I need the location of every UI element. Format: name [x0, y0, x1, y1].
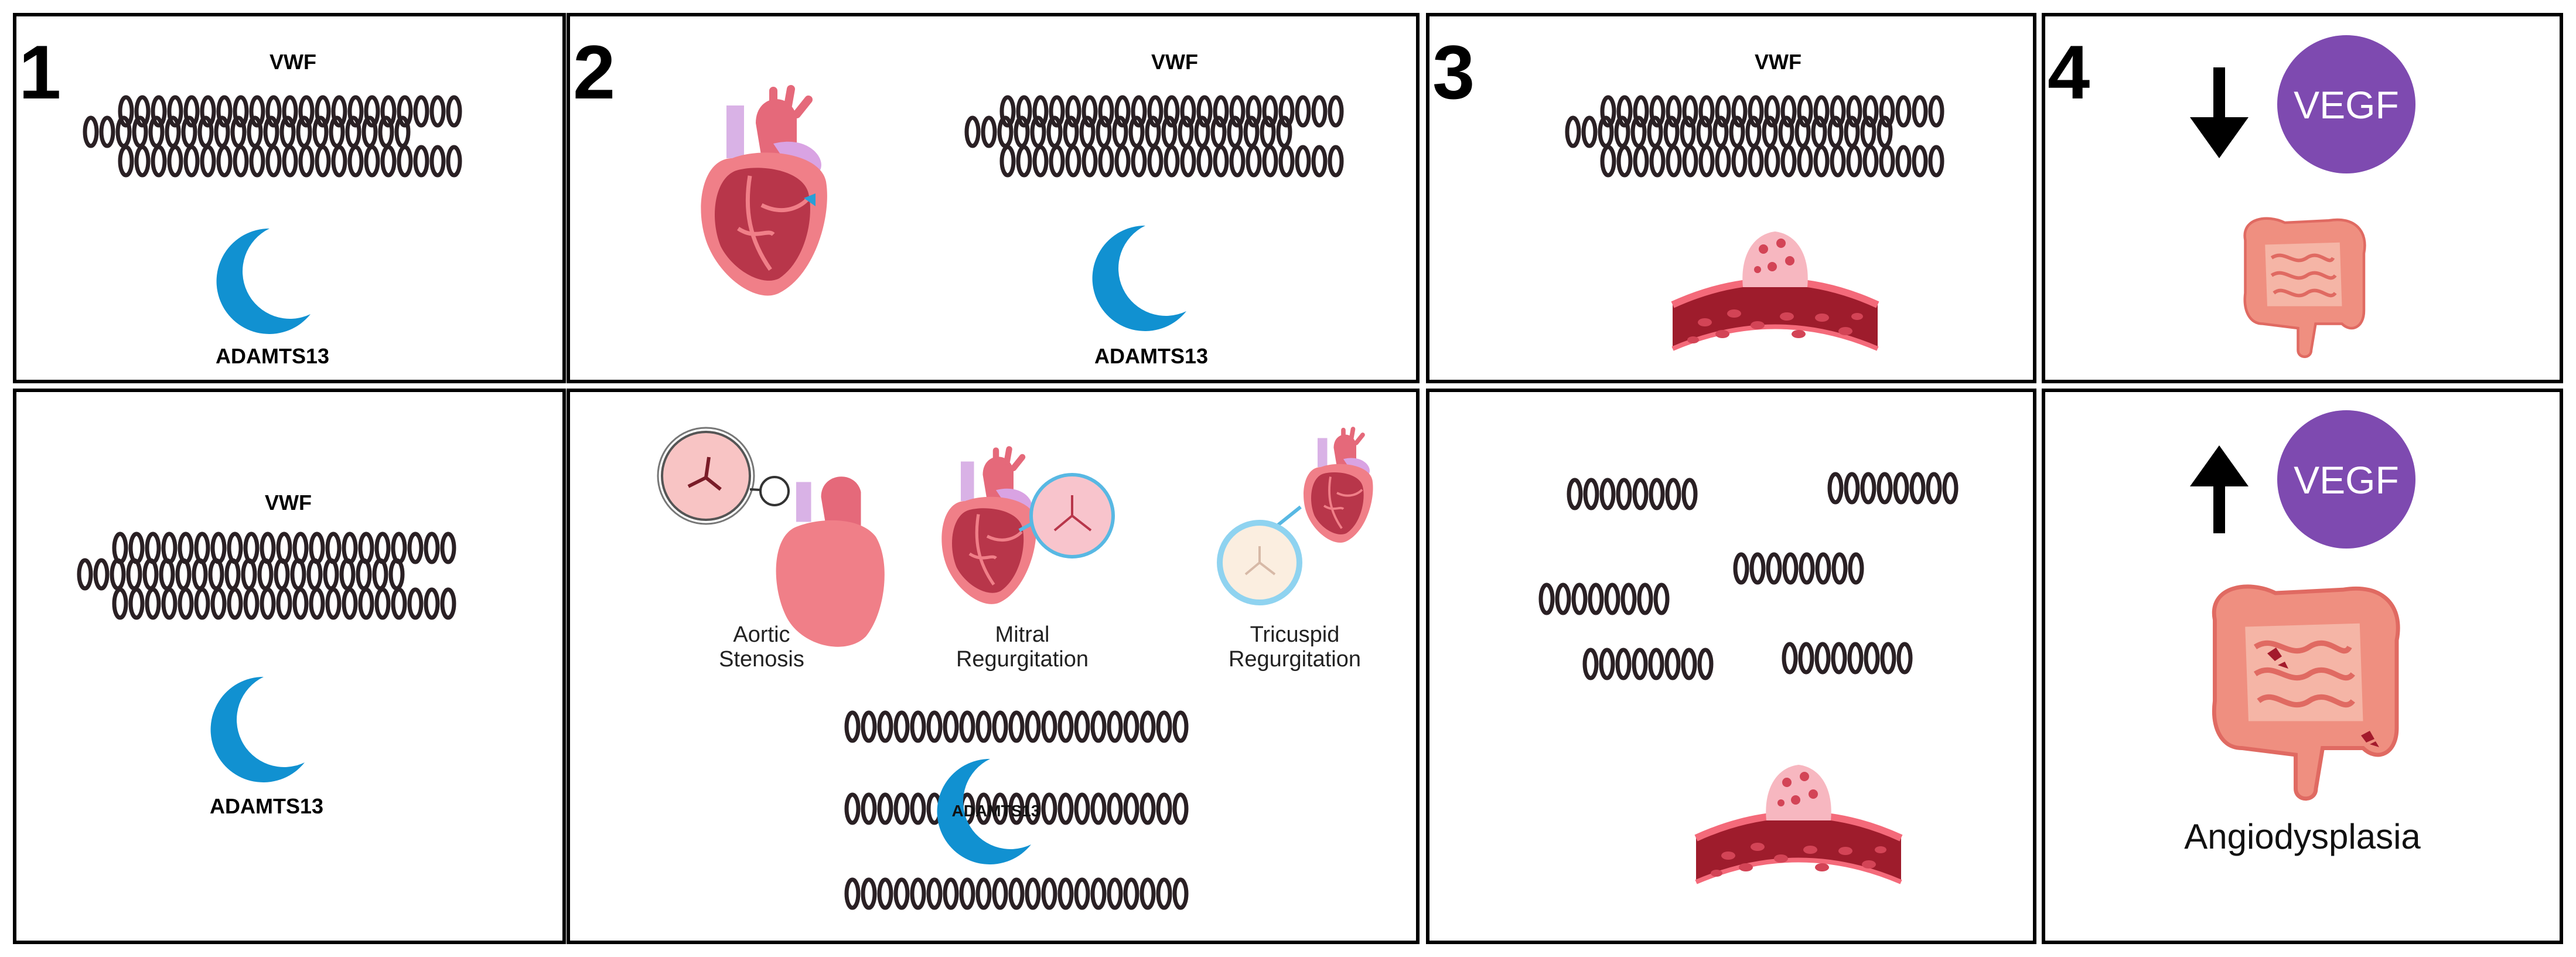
panel-2-bottom — [567, 389, 1420, 944]
intestine-illustration — [2245, 219, 2365, 357]
panel-1-bottom — [13, 389, 566, 944]
condition-line1: Aortic — [733, 622, 790, 647]
arrow-down-icon — [2190, 67, 2249, 158]
blood-vessel-clot — [1696, 765, 1901, 882]
vwf-multimer — [112, 587, 456, 620]
adamts13-label: ADAMTS13 — [952, 802, 1040, 820]
vwf-multimer — [1600, 95, 1944, 128]
angiodysplasia-label: Angiodysplasia — [2184, 817, 2421, 856]
arrow-up-icon — [2190, 445, 2249, 533]
adamts13-label: ADAMTS13 — [216, 344, 329, 368]
condition-line1: Tricuspid — [1250, 622, 1340, 647]
panel-2-top — [567, 13, 1420, 383]
condition-line2: Stenosis — [719, 647, 804, 672]
mitral-regurgitation-heart — [941, 449, 1115, 604]
vwf-label: VWF — [265, 491, 312, 515]
vwf-fragment — [1827, 472, 1959, 505]
vegf-label: VEGF — [2294, 83, 2399, 127]
vwf-multimer — [77, 558, 405, 591]
tricuspid-regurgitation-heart — [1217, 429, 1373, 605]
vwf-label: VWF — [1151, 50, 1198, 74]
vegf-circle — [2277, 410, 2415, 549]
vegf-circle — [2277, 35, 2415, 173]
panel-borders — [13, 13, 2563, 944]
vwf-fragment — [1782, 642, 1913, 675]
vwf-multimer — [118, 95, 462, 128]
adamts13-enzyme — [216, 228, 311, 334]
vegf-label: VEGF — [2294, 458, 2399, 502]
panel-3-bottom — [1426, 389, 2036, 944]
panel-number-4: 4 — [2048, 29, 2090, 115]
vwf-multimer — [118, 145, 462, 178]
panel-1-top — [13, 13, 566, 383]
adamts13-label: ADAMTS13 — [210, 794, 323, 818]
panel-number-2: 2 — [573, 29, 615, 115]
angiodysplasia-intestine — [2214, 587, 2398, 799]
vwf-fragment — [1733, 552, 1864, 585]
vwf-label: VWF — [1755, 50, 1802, 74]
vwf-fragment — [1582, 648, 1714, 680]
vwf-multimer — [999, 145, 1344, 178]
adamts13-enzyme — [210, 676, 305, 782]
vwf-multimer — [112, 532, 456, 564]
panel-number-3: 3 — [1432, 29, 1475, 115]
vwf-fragment — [1567, 478, 1698, 510]
condition-line2: Regurgitation — [956, 647, 1089, 672]
panel-3-top — [1426, 13, 2036, 383]
adamts13-label: ADAMTS13 — [1094, 344, 1208, 368]
blood-vessel-clot — [1673, 231, 1878, 349]
aortic-stenosis-heart — [657, 427, 885, 647]
vwf-label: VWF — [269, 50, 316, 74]
panel-4-bottom — [2042, 389, 2563, 944]
vwf-fragment — [1538, 583, 1670, 615]
panel-number-1: 1 — [19, 29, 61, 115]
vwf-multimer — [844, 877, 1189, 910]
vwf-multimer — [1600, 145, 1944, 178]
panel-4-top — [2042, 13, 2563, 383]
heart-illustration — [701, 89, 827, 295]
vwf-multimer — [999, 95, 1344, 128]
valve-tab — [804, 193, 816, 206]
condition-line1: Mitral — [995, 622, 1050, 647]
condition-line2: Regurgitation — [1229, 647, 1361, 672]
vwf-multimer — [844, 710, 1189, 743]
adamts13-enzyme — [1092, 225, 1186, 331]
